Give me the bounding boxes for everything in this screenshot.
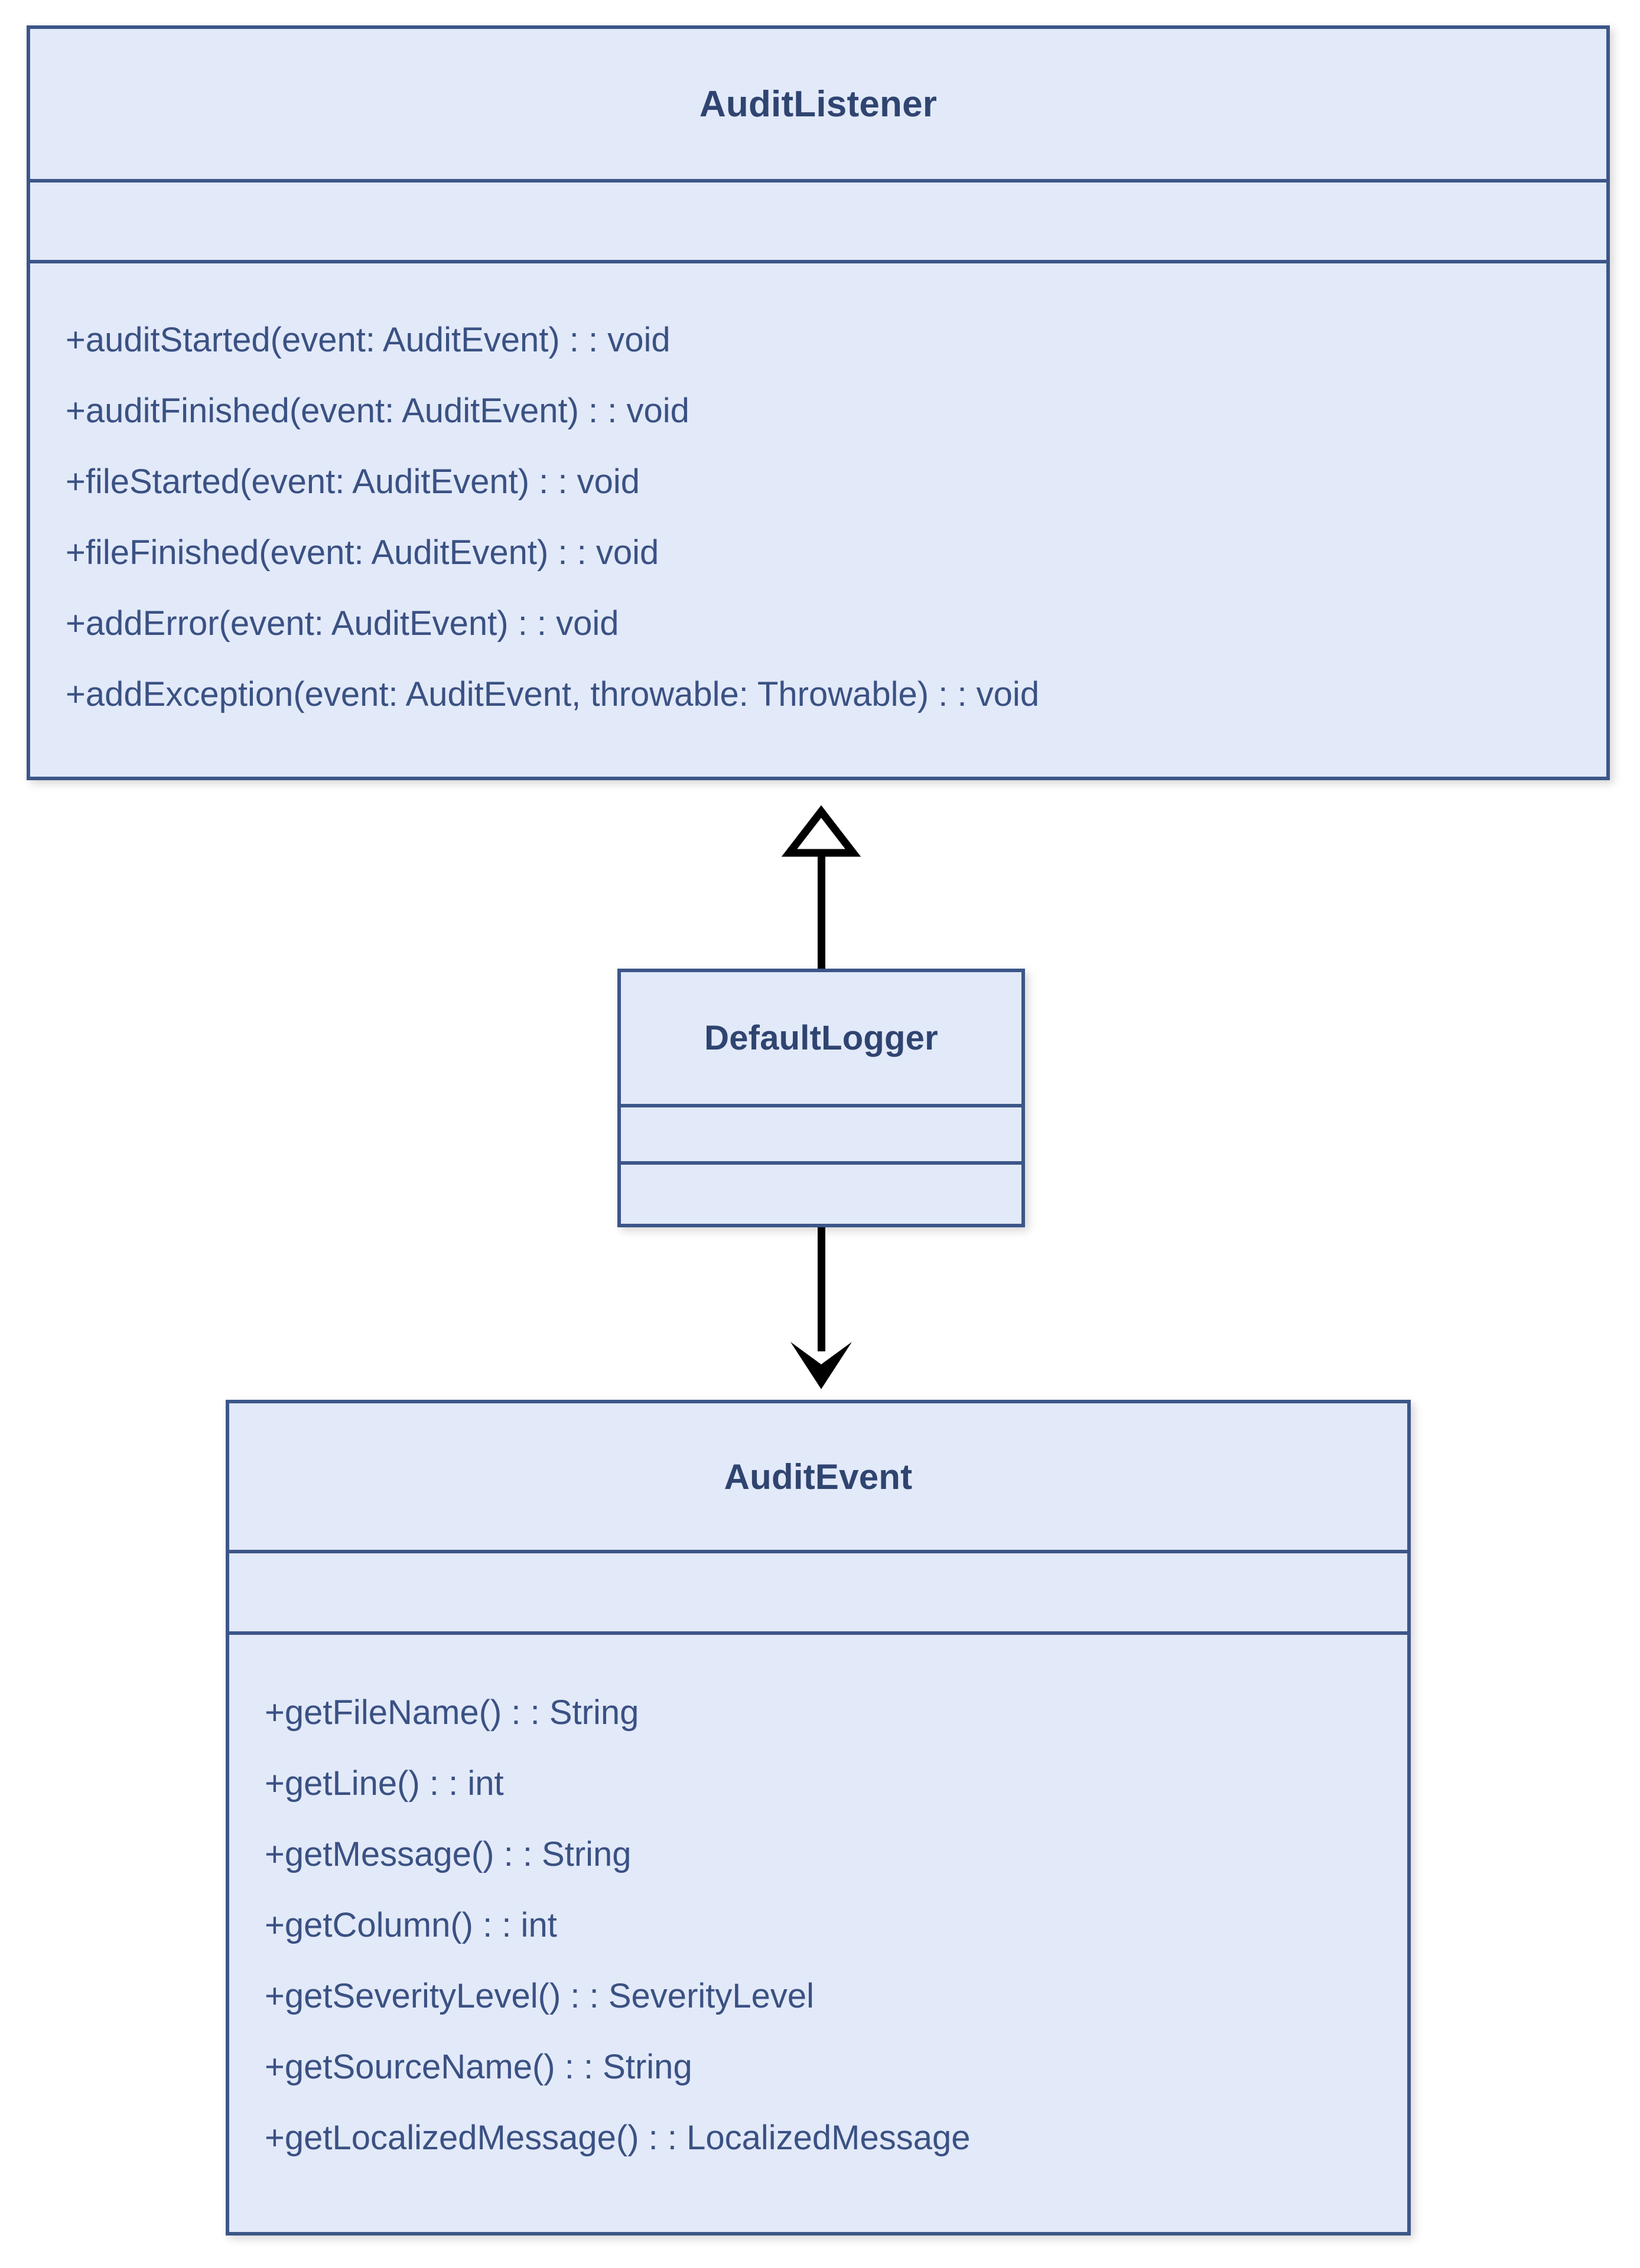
association-line xyxy=(818,1227,825,1351)
class-operations-compartment-defaultlogger xyxy=(621,1165,1021,1224)
class-box-auditevent[interactable]: AuditEvent +getFileName() : : String +ge… xyxy=(226,1400,1411,2236)
solid-arrowhead-icon xyxy=(790,1342,852,1389)
operation-row: +getColumn() : : int xyxy=(265,1906,557,1944)
operation-row: +getMessage() : : String xyxy=(265,1835,632,1873)
operation-row: +getLine() : : int xyxy=(265,1764,504,1803)
operation-row: +addError(event: AuditEvent) : : void xyxy=(66,604,619,643)
operation-row: +auditFinished(event: AuditEvent) : : vo… xyxy=(66,392,689,430)
hollow-triangle-arrowhead-icon xyxy=(781,805,861,857)
class-box-defaultlogger[interactable]: DefaultLogger xyxy=(617,969,1025,1227)
operation-row: +auditStarted(event: AuditEvent) : : voi… xyxy=(66,321,671,359)
generalization-line xyxy=(818,850,825,969)
operation-row: +getLocalizedMessage() : : LocalizedMess… xyxy=(265,2119,971,2157)
class-attributes-compartment-defaultlogger xyxy=(621,1107,1021,1165)
class-attributes-compartment-auditevent xyxy=(229,1553,1407,1635)
class-name-auditevent: AuditEvent xyxy=(724,1456,913,1497)
operation-row: +getFileName() : : String xyxy=(265,1693,639,1732)
class-title-compartment-auditlistener: AuditListener xyxy=(30,29,1606,183)
operation-row: +addException(event: AuditEvent, throwab… xyxy=(66,675,1040,713)
class-attributes-compartment-auditlistener xyxy=(30,183,1606,263)
operation-row: +fileStarted(event: AuditEvent) : : void xyxy=(66,462,640,501)
class-name-defaultlogger: DefaultLogger xyxy=(704,1019,938,1057)
operation-row: +getSourceName() : : String xyxy=(265,2048,692,2086)
class-box-auditlistener[interactable]: AuditListener +auditStarted(event: Audit… xyxy=(27,25,1610,780)
operation-row: +fileFinished(event: AuditEvent) : : voi… xyxy=(66,533,659,572)
class-operations-compartment-auditlistener: +auditStarted(event: AuditEvent) : : voi… xyxy=(30,263,1606,777)
class-title-compartment-defaultlogger: DefaultLogger xyxy=(621,972,1021,1107)
operation-row: +getSeverityLevel() : : SeverityLevel xyxy=(265,1977,815,2015)
class-operations-compartment-auditevent: +getFileName() : : String +getLine() : :… xyxy=(229,1635,1407,2232)
class-title-compartment-auditevent: AuditEvent xyxy=(229,1403,1407,1553)
class-name-auditlistener: AuditListener xyxy=(699,83,938,125)
